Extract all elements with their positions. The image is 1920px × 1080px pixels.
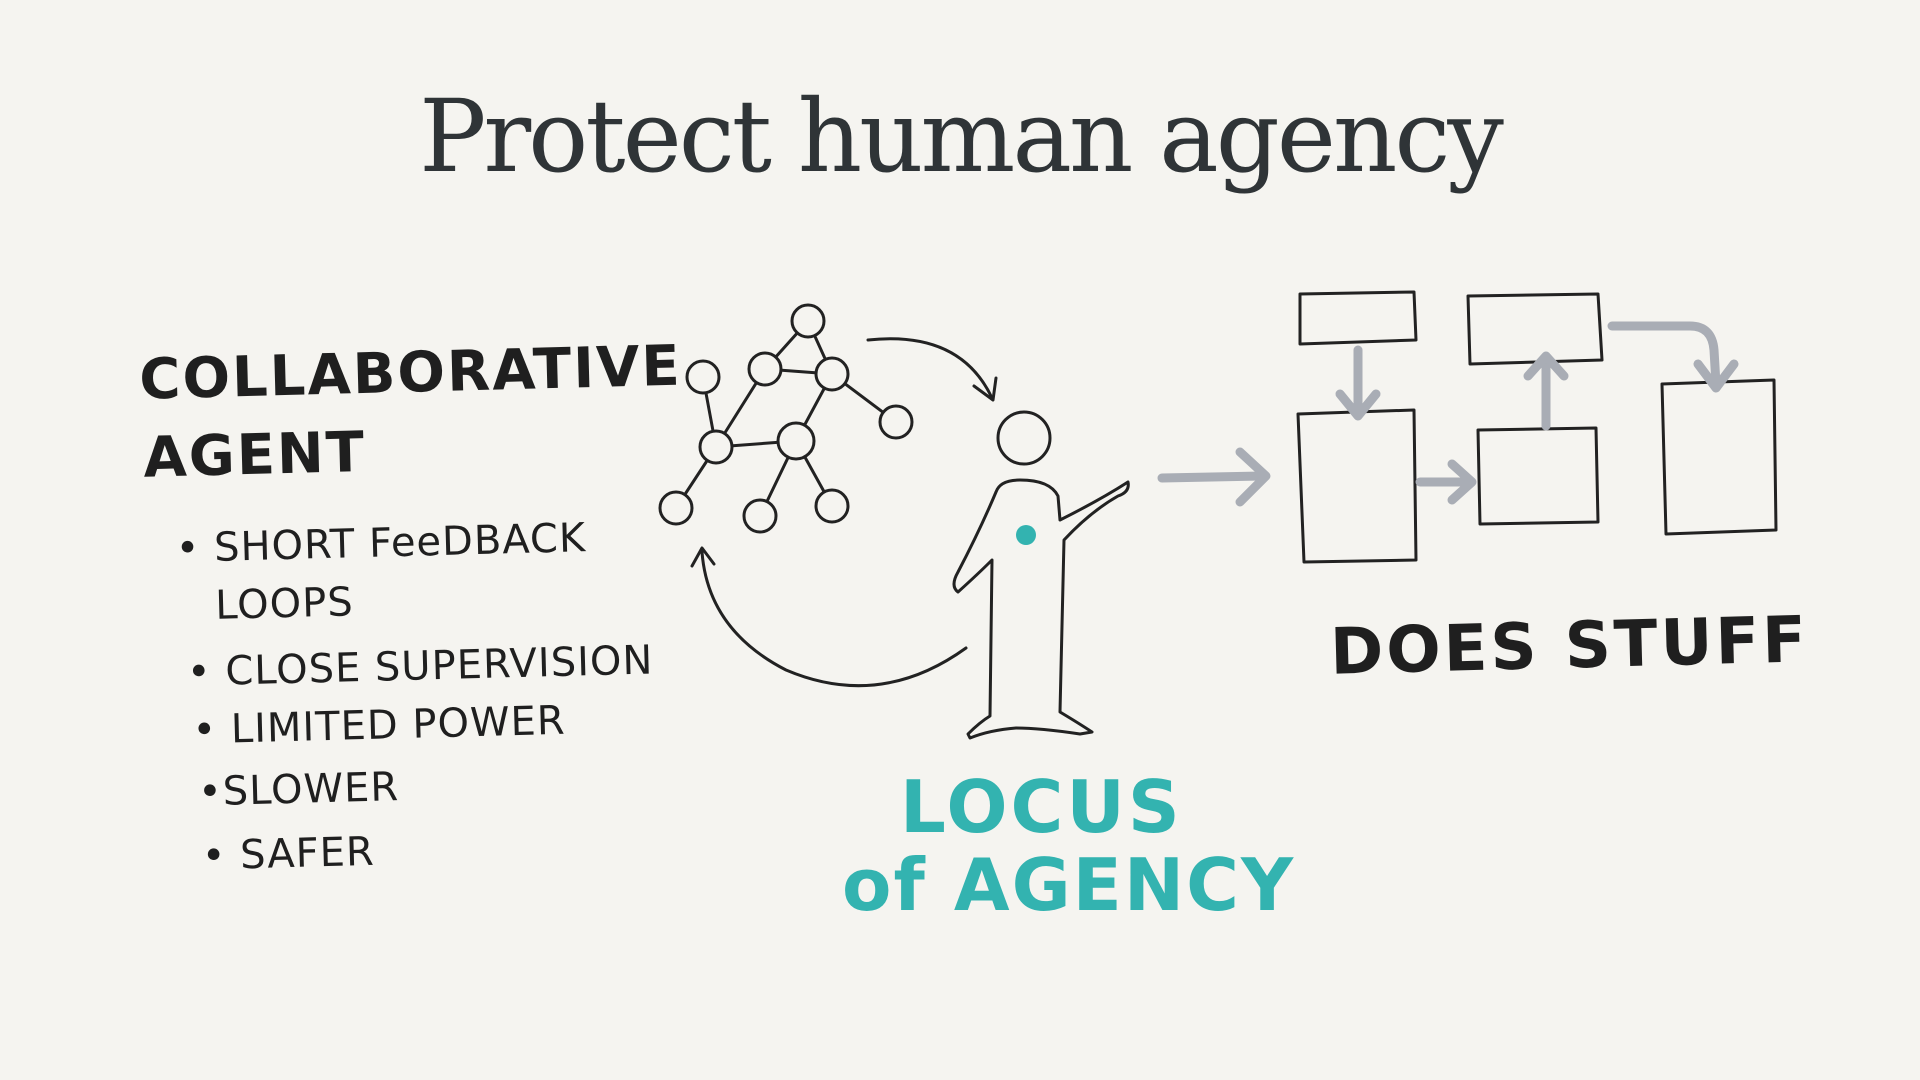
system-box-1 [1298,290,1418,346]
agent-heading-line2: AGENT [143,420,367,491]
arrow-to-agent [700,550,968,688]
system-boxes-icon [1296,290,1778,564]
arrow-to-human [866,337,994,400]
agent-bullet-1-cont: LOOPS [215,579,355,629]
arrow-head-to-agent [690,546,716,568]
agent-bullet-2: • CLOSE SUPERVISION [186,637,653,695]
does-stuff-label: DOES STUFF [1329,603,1810,690]
locus-line1: LOCUS [900,765,1183,849]
system-box-4 [1476,426,1600,526]
slide-title: Protect human agency [419,78,1504,195]
agent-bullet-4: •SLOWER [198,764,400,815]
network-graph-icon [658,303,914,534]
system-box-3 [1466,292,1604,366]
system-box-5 [1660,378,1778,536]
locus-line2: of AGENCY [842,843,1295,927]
human-figure-icon [952,410,1130,740]
arrow-head-to-human [972,376,998,402]
agent-bullet-1: • SHORT FeeDBACK [175,515,587,572]
agent-bullet-5: • SAFER [201,829,375,880]
system-box-2 [1296,408,1418,564]
locus-of-agency-label: LOCUS of AGENCY [842,765,1295,927]
action-arrow-icon [1157,447,1271,507]
agent-heading-line1: COLLABORATIVE [139,334,683,413]
collaborative-agent-block: COLLABORATIVE AGENT • SHORT FeeDBACK LOO… [139,334,683,880]
agent-bullet-3: • LIMITED POWER [192,698,566,754]
agency-dot [1016,525,1036,545]
feedback-loop-arrows [690,337,998,688]
